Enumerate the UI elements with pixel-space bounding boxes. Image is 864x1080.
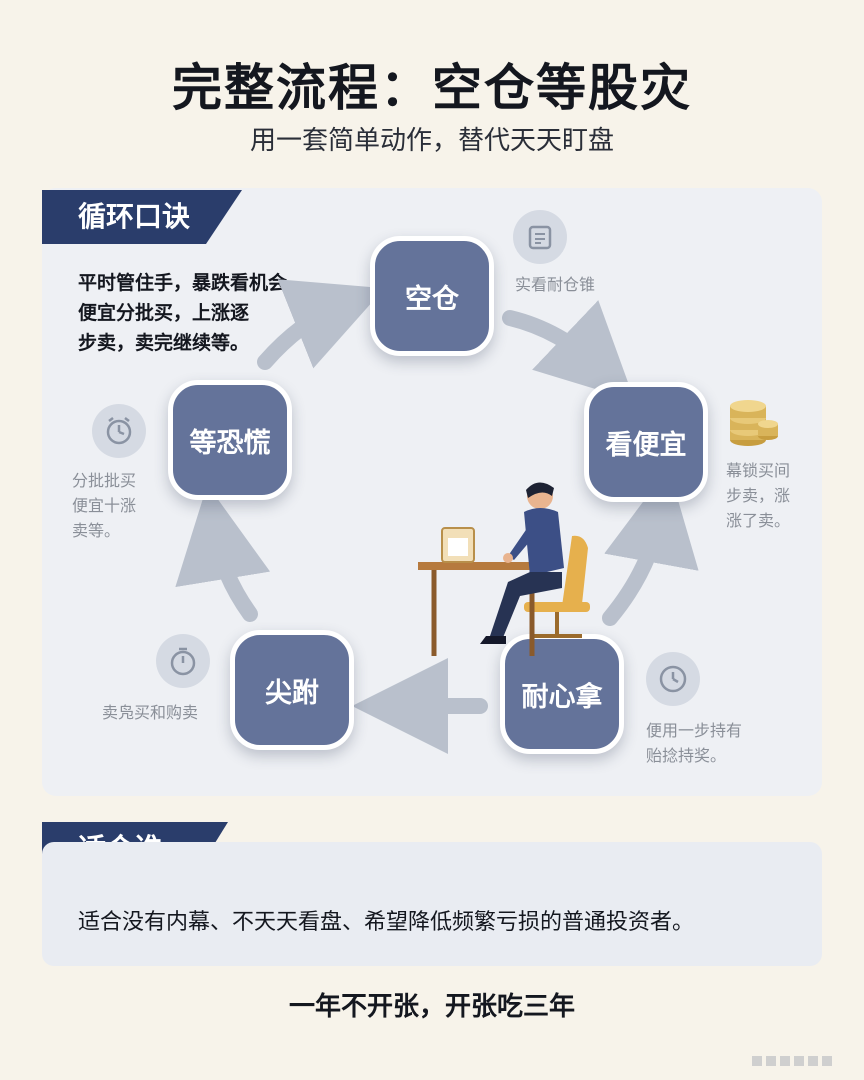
arrow-panic-to-empty: [257, 279, 385, 370]
mnemonic-heading: 循环口诀: [42, 190, 242, 244]
suitable-panel: [42, 842, 822, 966]
node-wait-panic: 等恐慌: [168, 380, 292, 500]
investor-at-desk-illustration: [418, 482, 590, 656]
side-label-spike: 卖凫买和购卖: [102, 703, 199, 722]
calendar-icon: [513, 210, 567, 264]
alarm-clock-icon: [92, 404, 146, 458]
arrow-patience-to-cheap: [602, 467, 699, 626]
coin-stack-icon: [730, 400, 778, 446]
stopwatch-icon: [156, 634, 210, 688]
arrow-empty-to-cheap: [502, 300, 635, 402]
page-title: 完整流程：空仓等股灾: [172, 59, 692, 117]
node-patient-hold: 耐心拿: [500, 634, 624, 754]
mnemonic-text: 平时管住手，暴跌看机会， 便宜分批买，上涨逐 步卖，卖完继续等。: [78, 272, 307, 354]
side-label-cheap: 幕锁买间 步卖，涨 涨了卖。: [726, 461, 791, 530]
side-label-patience: 便用一步持有 贻捻持奖。: [646, 721, 743, 765]
side-label-empty: 实看耐仓锥: [515, 275, 596, 294]
page-subtitle: 用一套简单动作，替代天天盯盘: [249, 126, 614, 156]
motto: 一年不开张，开张吃三年: [288, 992, 575, 1022]
node-empty-position: 空仓: [370, 236, 494, 356]
arrow-spike-to-panic: [175, 484, 271, 622]
watermark-dots: [752, 1056, 832, 1066]
node-spike: 尖跗: [230, 630, 354, 750]
side-label-panic: 分批批买 便宜十涨 卖等。: [72, 471, 137, 540]
clock-icon: [646, 652, 700, 706]
node-look-cheap: 看便宜: [584, 382, 708, 502]
suitable-text: 适合没有内幕、不天天看盘、希望降低频繁亏损的普通投资者。: [78, 910, 695, 935]
